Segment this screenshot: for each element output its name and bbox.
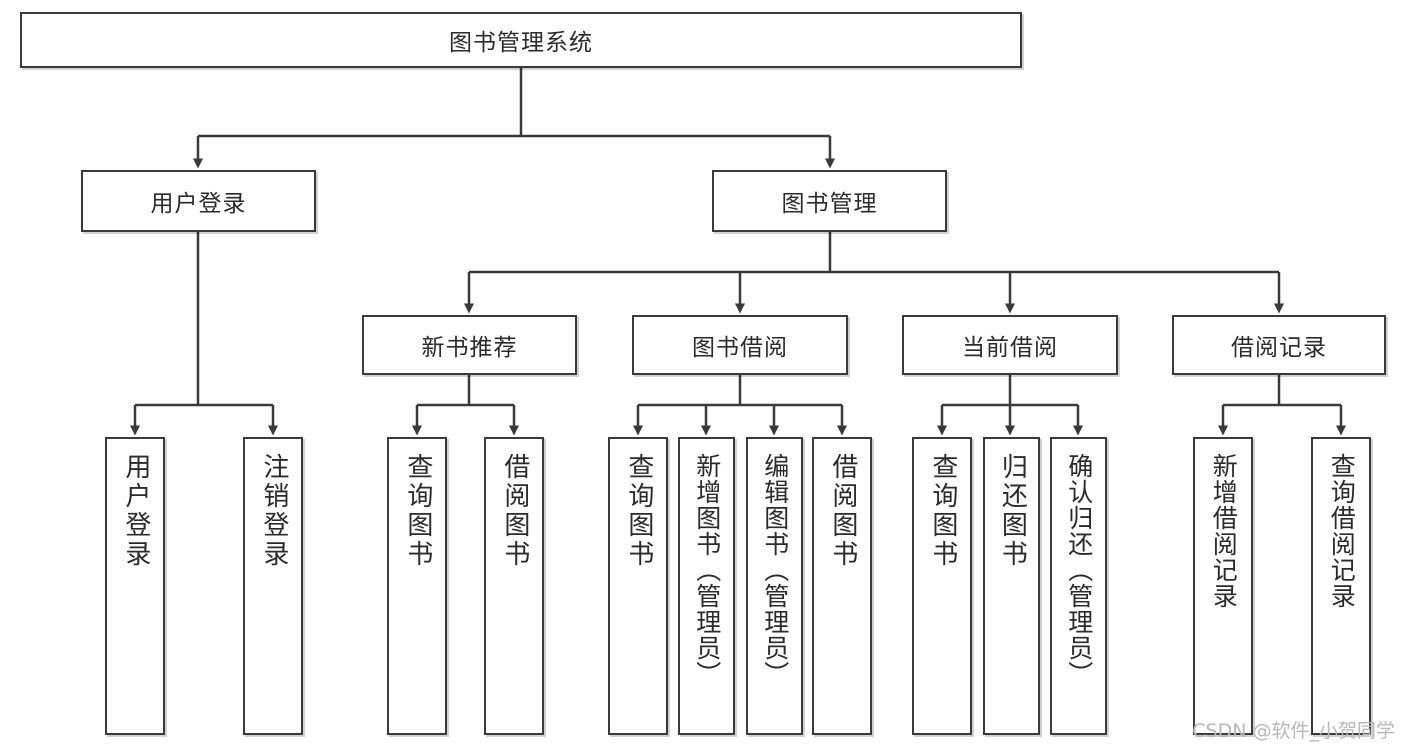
node-leaf-query-book-borrow[interactable]: 查询图书 xyxy=(608,437,668,735)
node-book-borrow[interactable]: 图书借阅 xyxy=(632,315,848,375)
node-leaf-borrow-book-recommend[interactable]: 借阅图书 xyxy=(484,437,544,735)
node-leaf-return-book[interactable]: 归还图书 xyxy=(983,437,1040,735)
node-label: 确认归还（管理员） xyxy=(1064,453,1094,687)
node-leaf-user-login[interactable]: 用户登录 xyxy=(105,437,165,735)
node-label: 归还图书 xyxy=(997,453,1028,569)
node-label: 注销登录 xyxy=(258,453,289,569)
node-root-system[interactable]: 图书管理系统 xyxy=(20,12,1022,68)
node-label: 当前借阅 xyxy=(962,335,1058,361)
node-label: 图书借阅 xyxy=(692,335,788,361)
node-current-borrow[interactable]: 当前借阅 xyxy=(902,315,1118,375)
node-leaf-add-book-admin[interactable]: 新增图书（管理员） xyxy=(678,437,735,735)
node-label: 新书推荐 xyxy=(421,335,518,361)
node-label: 编辑图书（管理员） xyxy=(760,453,790,687)
node-leaf-borrow-book[interactable]: 借阅图书 xyxy=(812,437,872,735)
node-leaf-query-book-recommend[interactable]: 查询图书 xyxy=(387,437,447,735)
node-leaf-logout[interactable]: 注销登录 xyxy=(243,437,303,735)
node-leaf-add-borrow-record[interactable]: 新增借阅记录 xyxy=(1193,437,1253,735)
node-label: 查询图书 xyxy=(623,453,654,569)
node-label: 图书管理 xyxy=(781,191,878,217)
node-leaf-query-book-current[interactable]: 查询图书 xyxy=(912,437,972,735)
node-label: 查询图书 xyxy=(927,453,958,569)
node-leaf-query-borrow-record[interactable]: 查询借阅记录 xyxy=(1311,437,1371,735)
node-leaf-confirm-return-admin[interactable]: 确认归还（管理员） xyxy=(1050,437,1107,735)
node-label: 图书管理系统 xyxy=(449,30,593,56)
node-label: 用户登录 xyxy=(120,453,151,569)
node-label: 借阅记录 xyxy=(1231,335,1327,361)
node-label: 新增借阅记录 xyxy=(1209,453,1239,609)
node-label: 新增图书（管理员） xyxy=(692,453,722,687)
node-borrow-record[interactable]: 借阅记录 xyxy=(1172,315,1386,375)
node-leaf-edit-book-admin[interactable]: 编辑图书（管理员） xyxy=(746,437,803,735)
node-label: 查询图书 xyxy=(402,453,433,569)
node-label: 用户登录 xyxy=(150,191,247,217)
node-user-login[interactable]: 用户登录 xyxy=(81,170,316,232)
node-label: 查询借阅记录 xyxy=(1327,453,1357,609)
csdn-watermark: CSDN @软件_小贺同学 xyxy=(1192,720,1395,742)
node-book-management[interactable]: 图书管理 xyxy=(712,170,947,232)
node-new-book-recommend[interactable]: 新书推荐 xyxy=(362,315,577,375)
node-label: 借阅图书 xyxy=(827,453,858,569)
node-label: 借阅图书 xyxy=(499,453,530,569)
